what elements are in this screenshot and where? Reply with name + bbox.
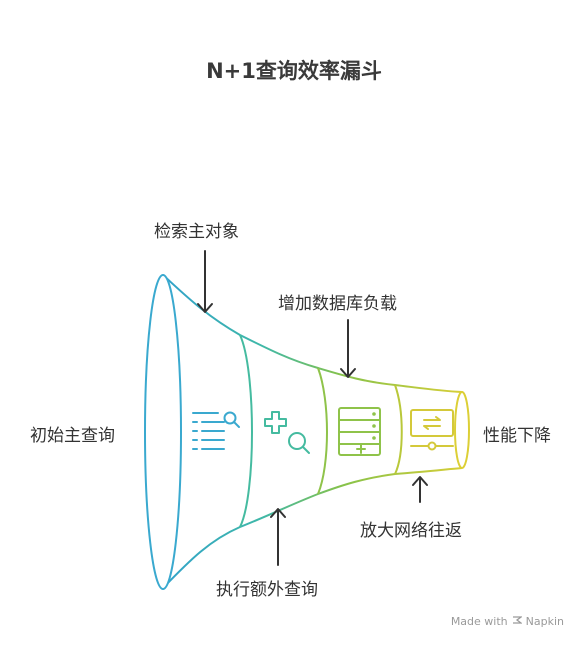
footer-made-with: Made with bbox=[450, 615, 508, 628]
diagram-title: N+1查询效率漏斗 bbox=[206, 59, 382, 83]
arrow-extra-query bbox=[270, 508, 286, 566]
label-network-roundtrips: 放大网络往返 bbox=[360, 521, 462, 541]
list-search-icon bbox=[192, 411, 240, 450]
arrow-network bbox=[412, 476, 428, 503]
server-plus-icon bbox=[338, 407, 381, 456]
footer-brand: Napkin bbox=[525, 615, 564, 628]
stage-divider-1 bbox=[239, 334, 253, 528]
plus-search-icon bbox=[264, 411, 310, 454]
label-initial-query: 初始主查询 bbox=[30, 426, 115, 446]
napkin-logo-icon bbox=[512, 615, 523, 628]
arrow-db-load bbox=[340, 319, 356, 378]
transfer-panel-icon bbox=[410, 409, 454, 451]
funnel-mouth bbox=[144, 274, 182, 590]
stage-divider-2 bbox=[317, 367, 328, 495]
label-retrieve-objects: 检索主对象 bbox=[154, 222, 239, 242]
funnel-top-edge bbox=[162, 274, 463, 393]
footer-attribution[interactable]: Made with Napkin bbox=[451, 615, 564, 628]
label-db-load: 增加数据库负载 bbox=[278, 294, 397, 314]
funnel-end bbox=[454, 391, 470, 469]
arrow-retrieve bbox=[197, 250, 213, 313]
funnel-bottom-edge bbox=[162, 467, 463, 589]
stage-divider-3 bbox=[394, 384, 403, 475]
label-extra-queries: 执行额外查询 bbox=[216, 580, 318, 600]
label-performance-drop: 性能下降 bbox=[483, 426, 551, 446]
